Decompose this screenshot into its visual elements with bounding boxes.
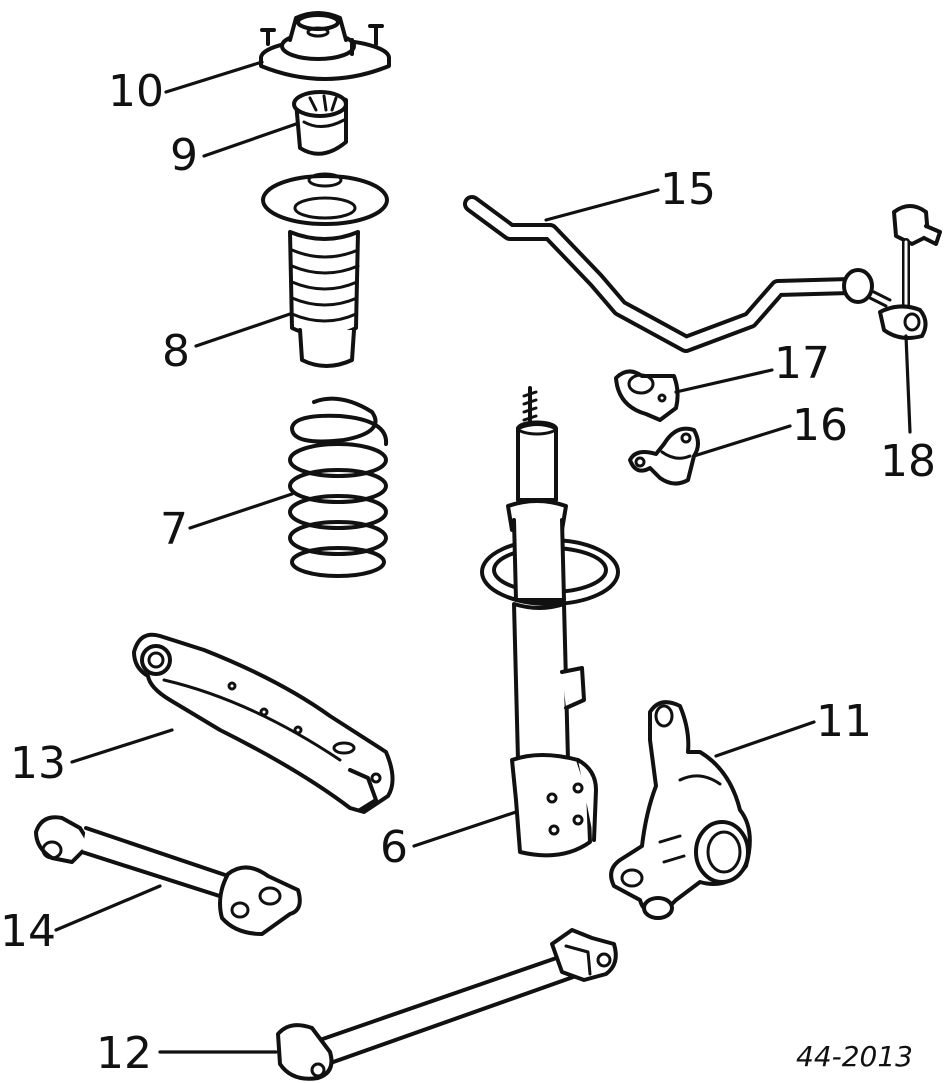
leader-18	[904, 334, 912, 434]
callout-7: 7	[160, 504, 188, 555]
callout-8: 8	[162, 326, 190, 377]
leader-6	[412, 810, 518, 848]
part-13-lower-arm	[132, 632, 395, 814]
part-18-stabilizer-link	[868, 204, 942, 340]
callout-18: 18	[880, 436, 936, 487]
leader-lines	[54, 60, 912, 1054]
part-9-bump-stop	[292, 90, 348, 156]
leader-10	[164, 60, 264, 94]
leader-16	[692, 424, 792, 458]
leader-15	[544, 188, 660, 222]
leader-13	[70, 728, 174, 764]
callout-17: 17	[774, 338, 830, 389]
leader-17	[674, 368, 774, 394]
callout-10: 10	[108, 66, 164, 117]
leader-8	[194, 312, 292, 348]
part-16-bracket	[628, 426, 700, 486]
leader-14	[54, 884, 162, 932]
part-12-lateral-link	[276, 928, 618, 1081]
part-10-upper-mount	[259, 11, 391, 81]
leader-7	[188, 492, 294, 530]
part-11-knuckle	[609, 700, 752, 920]
callout-6: 6	[380, 822, 408, 873]
leader-11	[714, 720, 816, 758]
callout-11: 11	[816, 696, 872, 747]
callout-16: 16	[792, 400, 848, 451]
callout-15: 15	[660, 164, 716, 215]
part-14-trailing-link	[34, 815, 302, 936]
diagram-code: 44-2013	[796, 1040, 913, 1073]
callout-14: 14	[0, 906, 56, 957]
leader-9	[202, 122, 298, 158]
callout-labels: 10 9 15 8 17 16 18 7 11 13 6 14 12	[0, 66, 936, 1079]
part-17-bushing	[614, 369, 680, 422]
part-7-coil-spring	[288, 396, 389, 578]
callout-12: 12	[96, 1028, 152, 1079]
callout-13: 13	[10, 738, 66, 789]
part-6-shock-absorber	[480, 386, 620, 858]
part-15-stabilizer-bar	[463, 195, 874, 353]
part-8-dust-boot	[261, 172, 389, 368]
callout-9: 9	[170, 130, 198, 181]
